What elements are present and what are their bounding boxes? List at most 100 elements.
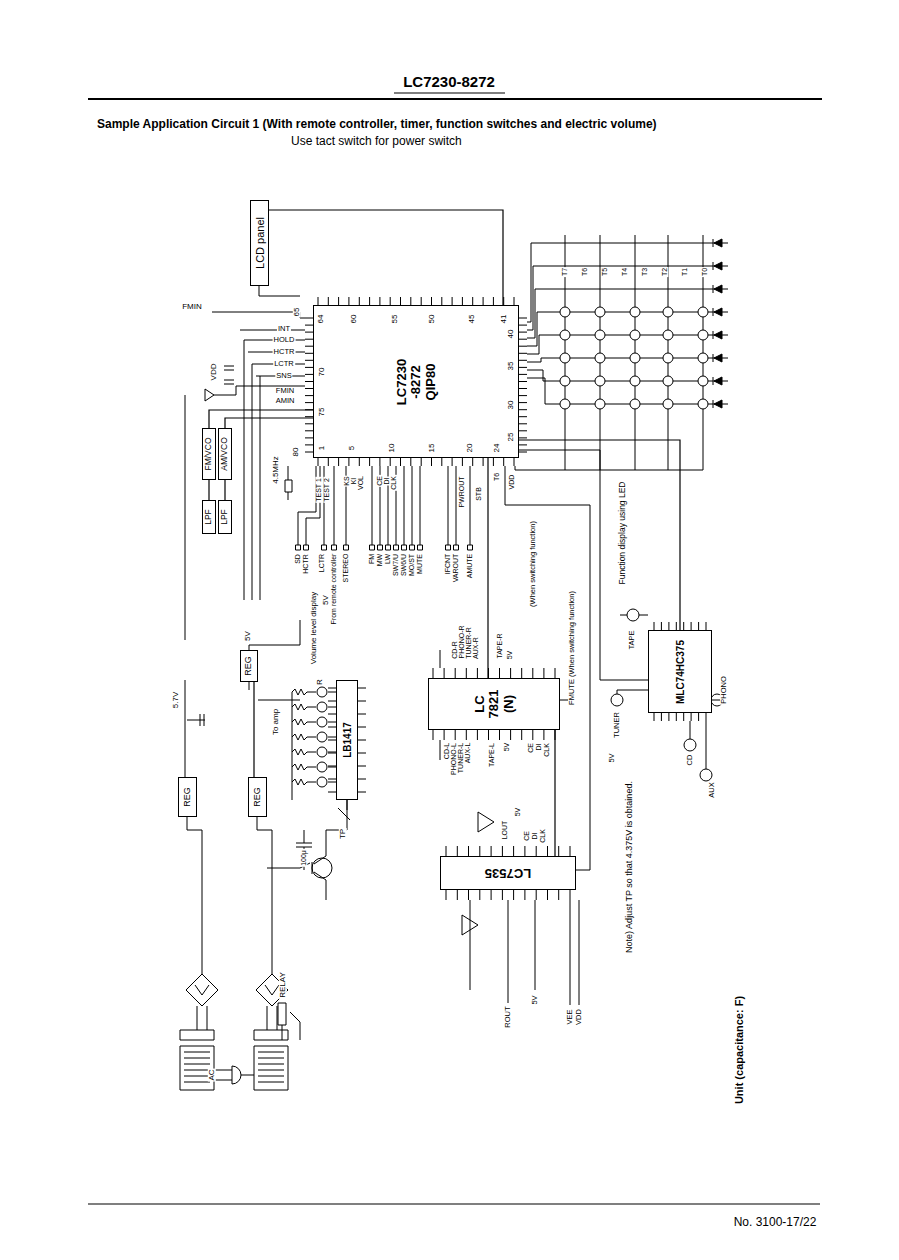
- volume-led-wires: [292, 689, 336, 800]
- wiring: [88, 93, 822, 1204]
- schematic-label: 40: [507, 329, 515, 340]
- schematic-label: CE: [523, 830, 530, 842]
- led-symbol: [611, 694, 623, 706]
- schematic-label: TAPE-L: [488, 742, 495, 768]
- component-box: LPF: [202, 500, 216, 534]
- schematic-label: From remote controller: [330, 553, 337, 626]
- connector: [224, 480, 225, 500]
- schematic-label: 65: [293, 307, 301, 318]
- connector: [209, 410, 313, 428]
- switch-contact: [663, 353, 673, 363]
- schematic-label: Unit (capacitance: F): [734, 995, 746, 1105]
- component-label: REG: [183, 787, 193, 807]
- schematic-label: VOL: [357, 475, 364, 491]
- switch-contact: [595, 353, 605, 363]
- schematic-label: DI: [535, 742, 542, 751]
- schematic-label: MW: [376, 553, 383, 567]
- component-box: LCD panel: [250, 200, 269, 286]
- switch-contact: [630, 307, 640, 317]
- schematic-label: Note) Adjust TP so that 4.375V is obtain…: [625, 780, 634, 954]
- component-label: LC7230 -8272 QIP80: [395, 351, 438, 413]
- switch-contact: [630, 376, 640, 386]
- schematic-label: 20: [466, 443, 474, 454]
- schematic-label: AMUTE: [466, 553, 473, 580]
- led-symbol: [317, 687, 327, 697]
- switch-contact: [595, 307, 605, 317]
- schematic-label: MUTE: [416, 553, 423, 575]
- schematic-label: HCTR: [273, 348, 296, 356]
- schematic-label: PHONO: [720, 675, 728, 705]
- schematic-label: VDD: [575, 1008, 583, 1026]
- schematic-label: TEST 2: [323, 477, 330, 503]
- schematic-label: Function display using LED: [618, 480, 627, 585]
- schematic-label: FMUTE (When switching function): [568, 590, 576, 706]
- connector: [208, 480, 209, 500]
- component-box: FM/VCO: [202, 428, 216, 480]
- schematic-label: AUX-L: [464, 742, 471, 765]
- header-rule: [88, 98, 822, 100]
- ac-plug: [214, 1066, 254, 1084]
- schematic-label: TEST 1: [315, 477, 322, 503]
- schematic-label: 5V: [244, 630, 252, 642]
- schematic-label: AUX-R: [472, 636, 479, 660]
- schematic-label: 100μ: [300, 849, 307, 867]
- crystal-symbol: [285, 466, 292, 500]
- schematic-label: 24: [493, 443, 501, 454]
- switch-contact: [560, 307, 570, 317]
- schematic-label: 70: [318, 367, 326, 378]
- switch-contact: [698, 330, 708, 340]
- schematic-label: No. 3100-17/22: [733, 1216, 818, 1229]
- switch-contact: [698, 399, 708, 409]
- schematic-label: FM: [368, 553, 375, 565]
- diode-symbol: [205, 389, 214, 401]
- schematic-label: 41: [500, 314, 508, 325]
- schematic-label: LOUT: [501, 820, 508, 841]
- led-symbol: [627, 609, 639, 621]
- component-label: LC 7821 (N): [473, 684, 516, 724]
- capacitor-symbol: [187, 714, 205, 726]
- supply-wire: [185, 395, 186, 777]
- component-label: LC7535: [485, 866, 531, 880]
- transformer-symbol: [180, 1030, 288, 1090]
- vdd-wire: [519, 450, 648, 680]
- schematic-label: CLK: [543, 742, 550, 758]
- schematic-label: VAROUT: [452, 553, 459, 584]
- schematic-label: INT: [277, 325, 291, 333]
- switch-contact: [560, 353, 570, 363]
- schematic-label: LW: [384, 553, 391, 565]
- component-box: LC7535: [440, 856, 576, 890]
- schematic-label: MO/ST: [408, 553, 415, 577]
- schematic-label: T5: [601, 267, 608, 277]
- schematic-label: 5V: [322, 594, 330, 606]
- led-symbol: [317, 717, 327, 727]
- schematic-label: 4.5MHz: [272, 455, 280, 485]
- component-box: REG: [178, 777, 197, 817]
- lc7535-wires: [470, 900, 579, 1005]
- pin-wires: [236, 330, 305, 386]
- schematic-label: HCTR: [302, 553, 309, 574]
- transformer-hatch: [184, 1052, 284, 1082]
- component-label: REG: [244, 656, 254, 676]
- schematic-label: T3: [641, 267, 648, 277]
- matrix-diodes: [713, 239, 722, 408]
- schematic-label: TUNER: [613, 711, 621, 739]
- switch-contact: [630, 353, 640, 363]
- schematic-label: 10: [388, 443, 396, 454]
- component-label: LB1417: [342, 722, 353, 758]
- schematic-label: VEE: [566, 1008, 574, 1025]
- schematic-label: CLK: [539, 828, 546, 844]
- switch-contact: [698, 307, 708, 317]
- schematic-label: Use tact switch for power switch: [290, 135, 463, 148]
- schematic-label: T2: [661, 267, 668, 277]
- schematic-label: 5V: [506, 649, 513, 660]
- component-label: LPF: [204, 509, 213, 525]
- transistor-symbol: [312, 858, 332, 878]
- schematic-label: 50: [428, 314, 436, 325]
- led-symbol: [317, 732, 327, 742]
- schematic-label: 5.7V: [172, 691, 180, 709]
- schematic-label: 75: [318, 407, 326, 418]
- schematic-label: CLK: [390, 475, 397, 491]
- led-symbol: [317, 702, 327, 712]
